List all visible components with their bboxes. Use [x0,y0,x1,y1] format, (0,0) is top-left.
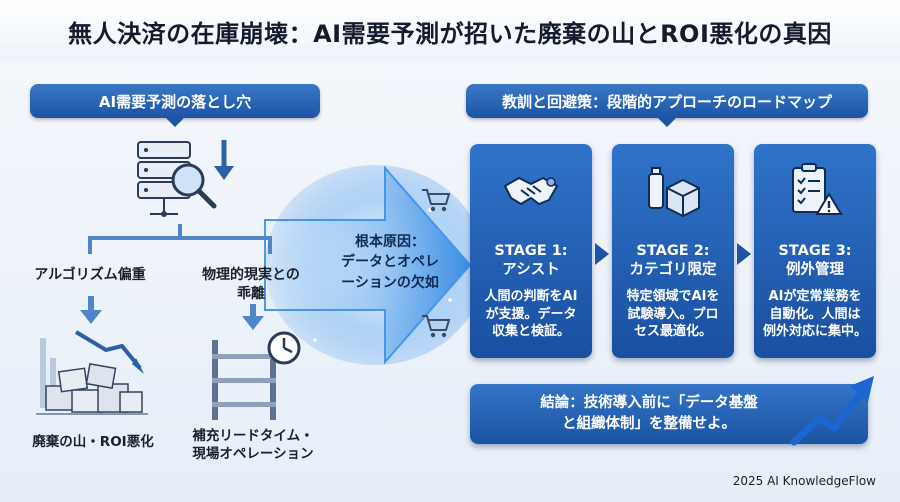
root-cause-line2: データとオペレ [341,254,439,271]
checklist-warning-icon [792,163,843,215]
branch-connector [88,224,272,254]
shopping-cart-icon [422,315,451,338]
stage-2-body: 特定領域でAIを 試験導入。プロ セス最適化。 [612,288,734,341]
stage-3-name: 例外管理 [786,261,844,278]
stage-3-title: STAGE 3: 例外管理 [754,242,876,280]
branch-physical-gap-line2: 乖離 [237,285,265,302]
stage-2-body-line1: 特定領域でAIを [626,289,720,304]
result-replenishment: 補充リードタイム・ 現場オペレーション [182,427,324,463]
stage-1-number: STAGE 1: [494,243,568,259]
server-search-icon [137,140,234,217]
stage-card-2: STAGE 2: カテゴリ限定 特定領域でAIを 試験導入。プロ セス最適化。 [612,144,734,358]
stage-3-body-line1: AIが定常業務を [768,289,862,304]
stage-3-body-line2: 自動化。人間は [769,306,861,322]
root-cause-arrow [264,165,485,365]
shelf-clock-icon [212,331,301,420]
conclusion-line1: 結論：技術導入前に「データ基盤 [540,394,758,411]
stage-arrow-2 [737,243,751,265]
branch-physical-gap: 物理的現実との 乖離 [192,266,310,304]
root-cause-line3: ーションの欠如 [341,274,439,291]
branch-algorithm-bias: アルゴリズム偏重 [34,267,146,283]
stage-1-body-line2: が支援。データ [485,306,577,322]
product-box-icon [648,167,700,218]
stage-arrow-1 [595,243,609,265]
waste-boxes-icon [36,330,148,415]
growth-arrow-icon [790,376,874,446]
stage-2-name: カテゴリ限定 [629,261,717,278]
result-waste-roi: 廃棄の山・ROI悪化 [32,434,154,450]
roadmap-header: 教訓と回避策：段階的アプローチのロードマップ [466,84,868,118]
stage-1-body-line1: 人間の判断をAI [484,289,578,304]
result-replenishment-line1: 補充リードタイム・ [192,428,314,444]
stage-2-body-line2: 試験導入。プロ [627,306,719,322]
stage-2-number: STAGE 2: [636,243,710,259]
stage-3-body: AIが定常業務を 自動化。人間は 例外対応に集中。 [754,288,876,341]
stage-2-body-line3: セス最適化。 [633,324,712,340]
root-cause-line1: 根本原因： [355,234,425,250]
stage-2-title: STAGE 2: カテゴリ限定 [612,242,734,280]
pitfall-header: AI需要予測の落とし穴 [30,84,320,118]
stage-1-name: アシスト [502,261,560,278]
footer-credit: 2025 AI KnowledgeFlow [732,474,876,488]
stage-1-body: 人間の判断をAI が支援。データ 収集と検証。 [470,288,592,341]
pitfall-header-pointer [166,118,184,127]
shopping-cart-icon [422,189,451,212]
down-arrow-icon [242,304,264,330]
stage-1-body-line3: 収集と検証。 [491,324,570,340]
roadmap-header-pointer [658,118,676,127]
handshake-icon [503,176,559,206]
result-replenishment-line2: 現場オペレーション [192,446,314,463]
stage-1-title: STAGE 1: アシスト [470,242,592,280]
down-arrow-icon [80,296,102,324]
page-title: 無人決済の在庫崩壊：AI需要予測が招いた廃棄の山とROI悪化の真因 [0,0,900,62]
stage-card-3: STAGE 3: 例外管理 AIが定常業務を 自動化。人間は 例外対応に集中。 [754,144,876,358]
stage-card-1: STAGE 1: アシスト 人間の判断をAI が支援。データ 収集と検証。 [470,144,592,358]
branch-physical-gap-line1: 物理的現実との [202,267,300,283]
stage-3-number: STAGE 3: [778,243,852,259]
conclusion-line2: と組織体制」を整備せよ。 [562,416,736,432]
root-cause-label: 根本原因： データとオペレ ーションの欠如 [326,232,454,293]
stage-3-body-line3: 例外対応に集中。 [762,324,867,340]
